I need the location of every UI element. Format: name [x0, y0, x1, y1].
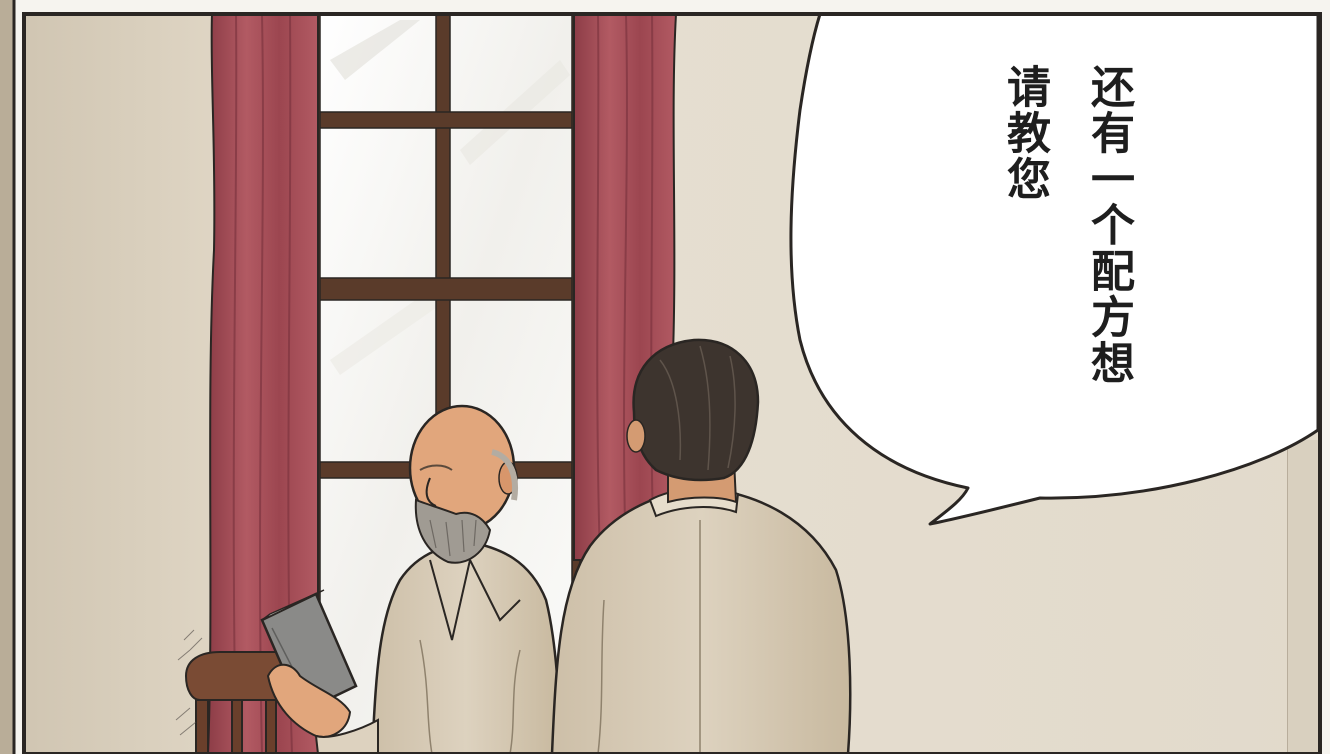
- panel-border: [22, 12, 1322, 754]
- young-man-hair: [632, 338, 760, 482]
- left-wall-shadow: [24, 14, 214, 754]
- old-man-brow: [419, 464, 453, 471]
- old-man-hand: [266, 663, 352, 738]
- wall-right-strip: [1288, 440, 1320, 754]
- speech-bubble-line-2: 请教您: [999, 64, 1050, 202]
- young-man-hair-strands: [659, 345, 736, 471]
- speech-bubble-line-1: 还有一个配方想: [1083, 64, 1134, 386]
- young-man-coat-seam: [597, 520, 701, 754]
- old-man-sleeve: [314, 718, 379, 754]
- old-man-lapel: [429, 559, 521, 641]
- speech-bubble: [789, 12, 1320, 526]
- old-man-side-hair: [491, 449, 518, 501]
- window-light-streak: [330, 20, 420, 80]
- adjacent-panel-sliver: [0, 0, 14, 754]
- old-man-nose: [425, 477, 437, 507]
- old-man-coat-folds: [419, 639, 521, 754]
- young-man-ear: [626, 419, 646, 453]
- old-man-beard-strokes: [429, 519, 477, 557]
- old-man-beard: [414, 498, 492, 564]
- window-light-streak: [330, 290, 440, 375]
- sketch-scratches: [175, 629, 203, 736]
- right-curtain-folds: [596, 13, 655, 561]
